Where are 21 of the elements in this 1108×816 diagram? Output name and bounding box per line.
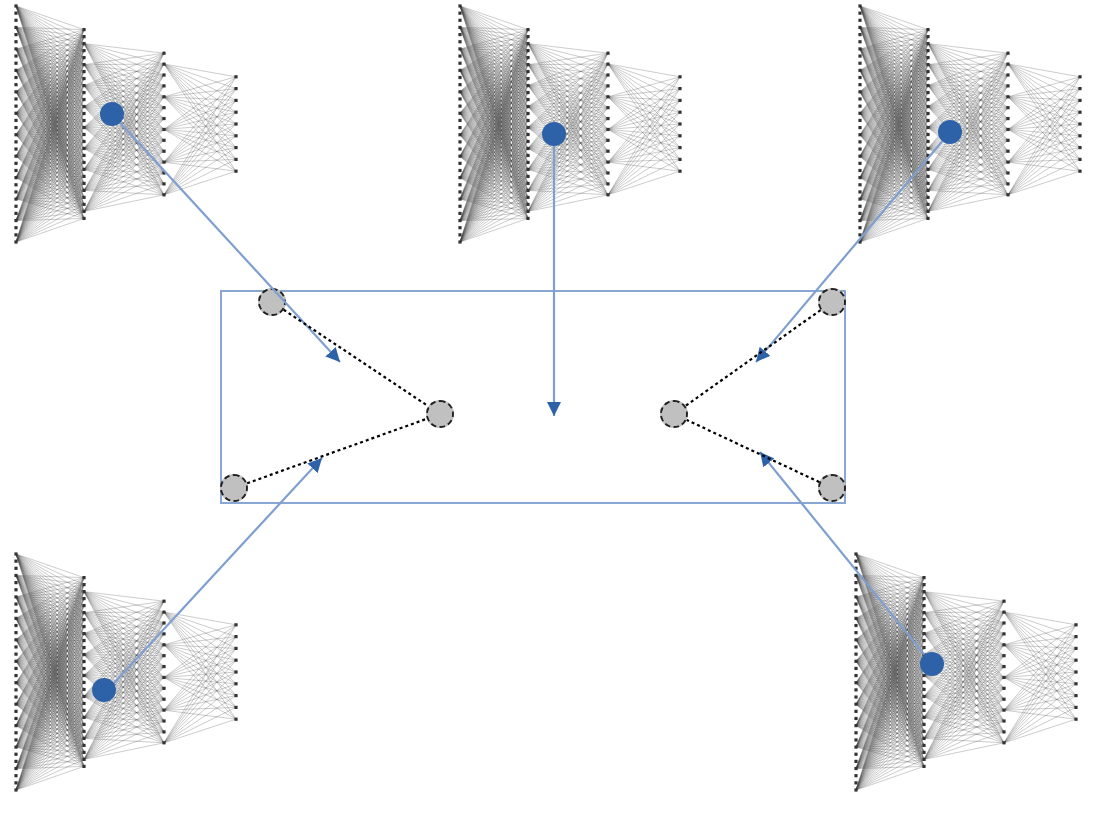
selected-node-dot <box>100 102 124 126</box>
selected-node-dot <box>938 120 962 144</box>
selected-node-dot <box>542 122 566 146</box>
network-node <box>426 400 454 428</box>
arrow <box>119 122 341 363</box>
arrow <box>547 146 561 416</box>
arrow <box>759 451 926 656</box>
network-panel <box>220 290 846 504</box>
connector-line <box>246 417 428 485</box>
network-node <box>258 288 286 316</box>
connector-line <box>684 309 822 407</box>
selected-node-dot <box>920 652 944 676</box>
arrow <box>755 140 944 363</box>
connector-line <box>686 418 820 484</box>
network-node <box>220 474 248 502</box>
connector-line <box>283 308 429 408</box>
arrow <box>113 457 323 684</box>
network-node <box>818 288 846 316</box>
network-node <box>660 400 688 428</box>
network-node <box>818 474 846 502</box>
selected-node-dot <box>92 678 116 702</box>
